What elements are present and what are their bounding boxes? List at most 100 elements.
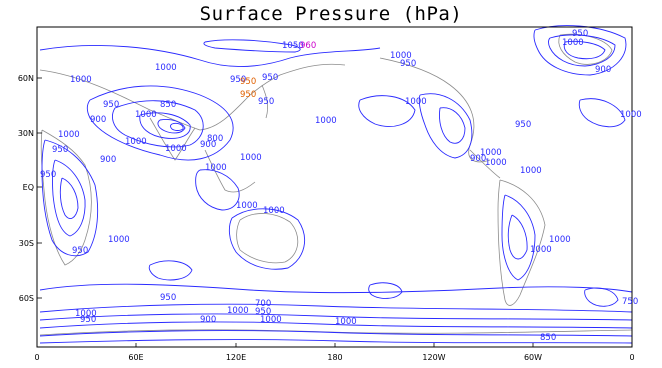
map-title: Surface Pressure (hPa) xyxy=(199,3,463,25)
lon-axis: 0 60E 120E 180 120W 60W 0 xyxy=(34,343,635,362)
lat-label: 60N xyxy=(18,74,34,83)
contour-label: 1000 xyxy=(108,235,130,245)
contour-label: 950 xyxy=(515,120,531,130)
lon-label: 180 xyxy=(327,353,342,362)
contour-label: 1000 xyxy=(205,163,227,173)
contour-pacific-blob-1 xyxy=(148,260,193,281)
contour-label: 950 xyxy=(240,90,256,100)
contour-label: 950 xyxy=(230,75,246,85)
contour-label: 950 xyxy=(40,170,56,180)
contour-label: 700 xyxy=(255,299,271,309)
contour-label: 950 xyxy=(80,315,96,325)
lat-label: EQ xyxy=(23,183,34,192)
contour-rockies-1000 xyxy=(418,93,473,159)
contour-africa-950 xyxy=(51,159,86,237)
contour-label: 1000 xyxy=(405,97,427,107)
contour-andes-900 xyxy=(507,214,528,260)
coast-central-america xyxy=(469,149,501,179)
contour-label: 1000 xyxy=(562,38,584,48)
contour-label: 900 xyxy=(100,155,116,165)
contour-asia-900 xyxy=(139,112,191,139)
coast-north-america xyxy=(379,57,491,163)
contour-label: 1000 xyxy=(125,137,147,147)
lon-label: 0 xyxy=(629,353,634,362)
contour-label: 1000 xyxy=(135,110,157,120)
contour-label: 1000 xyxy=(549,235,571,245)
contour-label: 1000 xyxy=(165,144,187,154)
lat-label: 60S xyxy=(19,294,34,303)
contour-label: 900 xyxy=(200,140,216,150)
coast-se-asia xyxy=(204,149,256,193)
contour-label: 1000 xyxy=(236,201,258,211)
contour-siberia-1050 xyxy=(203,39,301,53)
contour-label: 900 xyxy=(200,315,216,325)
contour-label: 950 xyxy=(400,59,416,69)
coast-greenland xyxy=(558,33,613,65)
contour-label: 900 xyxy=(470,154,486,164)
contour-label: 950 xyxy=(258,97,274,107)
contour-label: 1000 xyxy=(240,153,262,163)
lon-label: 60E xyxy=(128,353,143,362)
map-frame xyxy=(36,26,633,348)
coast-south-america xyxy=(497,179,546,306)
contour-label: 1000 xyxy=(520,166,542,176)
contour-africa-900 xyxy=(59,177,79,219)
contour-north-1000 xyxy=(39,45,381,67)
contour-antarctic-3 xyxy=(39,321,633,329)
contour-label: 750 xyxy=(622,297,638,307)
contour-label: 1000 xyxy=(263,206,285,216)
coast-japan xyxy=(261,84,269,119)
coast-india xyxy=(149,117,196,161)
contour-pacific-north xyxy=(358,95,416,127)
contour-label: 850 xyxy=(540,333,556,343)
contour-rockies-950 xyxy=(439,107,466,144)
coast-europe-asia xyxy=(39,63,346,131)
contour-label: 1050 xyxy=(282,41,304,51)
contour-label: 950 xyxy=(52,145,68,155)
contour-asia-850 xyxy=(157,119,186,134)
lat-label: 30S xyxy=(19,239,34,248)
contour-antarctic-5 xyxy=(39,339,633,344)
lon-label: 0 xyxy=(34,353,39,362)
coast-australia xyxy=(236,213,299,264)
contour-atlantic-blob xyxy=(584,287,619,307)
contour-label: 900 xyxy=(90,115,106,125)
contour-label: 950 xyxy=(72,246,88,256)
contour-label: 1000 xyxy=(58,130,80,140)
coastlines xyxy=(39,33,633,336)
contour-label: 1000 xyxy=(485,158,507,168)
contour-label: 1000 xyxy=(530,245,552,255)
contour-label: 1000 xyxy=(260,315,282,325)
contour-sea-1000 xyxy=(195,169,240,211)
contour-antarctic-4 xyxy=(39,330,633,337)
lon-label: 120E xyxy=(226,353,246,362)
contour-label: 850 xyxy=(160,100,176,110)
lon-label: 120W xyxy=(422,353,445,362)
contour-label: 950 xyxy=(160,293,176,303)
contour-australia-1000 xyxy=(228,208,306,270)
contour-label: 950 xyxy=(103,100,119,110)
contour-label: 1000 xyxy=(227,306,249,316)
contour-label: 1000 xyxy=(335,317,357,327)
contour-label: 900 xyxy=(595,65,611,75)
contour-tibet-800 xyxy=(170,122,184,131)
contour-label: 800 xyxy=(207,134,223,144)
contour-greenland-900 xyxy=(563,40,606,60)
contour-greenland-1000 xyxy=(533,25,627,76)
pressure-contours xyxy=(39,25,633,344)
contour-label: 1000 xyxy=(390,51,412,61)
contour-south-1000 xyxy=(39,283,633,294)
lat-axis: 60N 30N EQ 30S 60S xyxy=(18,74,42,303)
contour-label: 1000 xyxy=(620,110,642,120)
contour-atlantic-north xyxy=(578,98,626,128)
contour-label: 1000 xyxy=(480,148,502,158)
contour-label: 960 xyxy=(300,41,316,51)
contour-label: 950 xyxy=(240,77,256,87)
contour-asia-950 xyxy=(112,100,204,148)
contour-andes-1000 xyxy=(501,194,536,281)
contour-label: 950 xyxy=(262,73,278,83)
contour-label: 1000 xyxy=(75,309,97,319)
coast-africa xyxy=(40,129,92,266)
